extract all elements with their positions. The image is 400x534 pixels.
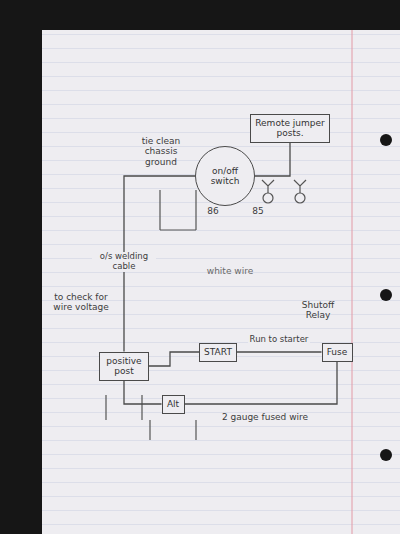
node-label: on/off switch xyxy=(203,166,247,187)
punch-hole xyxy=(380,449,392,461)
positive-post-box: positive post xyxy=(99,352,149,381)
wire xyxy=(255,143,290,177)
punch-hole xyxy=(380,134,392,146)
node-label: Fuse xyxy=(327,347,348,357)
wire-label: Run to starter xyxy=(248,335,311,345)
wire xyxy=(237,351,322,352)
ruled-lines xyxy=(42,30,400,534)
wire-note: white wire xyxy=(200,266,260,276)
pin-number: 86 xyxy=(205,206,221,216)
node-label: Remote jumper posts. xyxy=(255,118,325,139)
check-note: to check for wire voltage xyxy=(52,292,110,313)
relay-note: Shutoff Relay xyxy=(290,300,346,321)
fuse-box: Fuse xyxy=(322,343,353,362)
wire xyxy=(149,352,199,366)
jumper-post-symbol xyxy=(262,180,274,193)
punch-hole xyxy=(380,289,392,301)
jumper-post-terminal xyxy=(295,193,305,203)
wire-label: o/s welding cable xyxy=(92,252,156,272)
wire-note: 2 gauge fused wire xyxy=(210,412,320,422)
margin-line xyxy=(352,30,353,534)
wire xyxy=(185,362,338,405)
paper xyxy=(42,30,400,534)
battery-box: Alt xyxy=(162,395,185,414)
jumper-posts-box: Remote jumper posts. xyxy=(250,114,330,143)
ground-note: tie clean chassis ground xyxy=(128,136,194,167)
node-label: positive post xyxy=(104,356,144,377)
battery-leads xyxy=(150,420,196,440)
jumper-post-symbol xyxy=(294,180,306,193)
pin-number: 85 xyxy=(250,206,266,216)
switch-circle: on/off switch xyxy=(195,146,255,206)
jumper-post-terminal xyxy=(263,193,273,203)
node-label: Alt xyxy=(167,399,180,409)
wire xyxy=(124,381,162,405)
chassis-bracket xyxy=(160,190,196,230)
node-label: START xyxy=(204,347,232,357)
starter-box: START xyxy=(199,343,237,362)
